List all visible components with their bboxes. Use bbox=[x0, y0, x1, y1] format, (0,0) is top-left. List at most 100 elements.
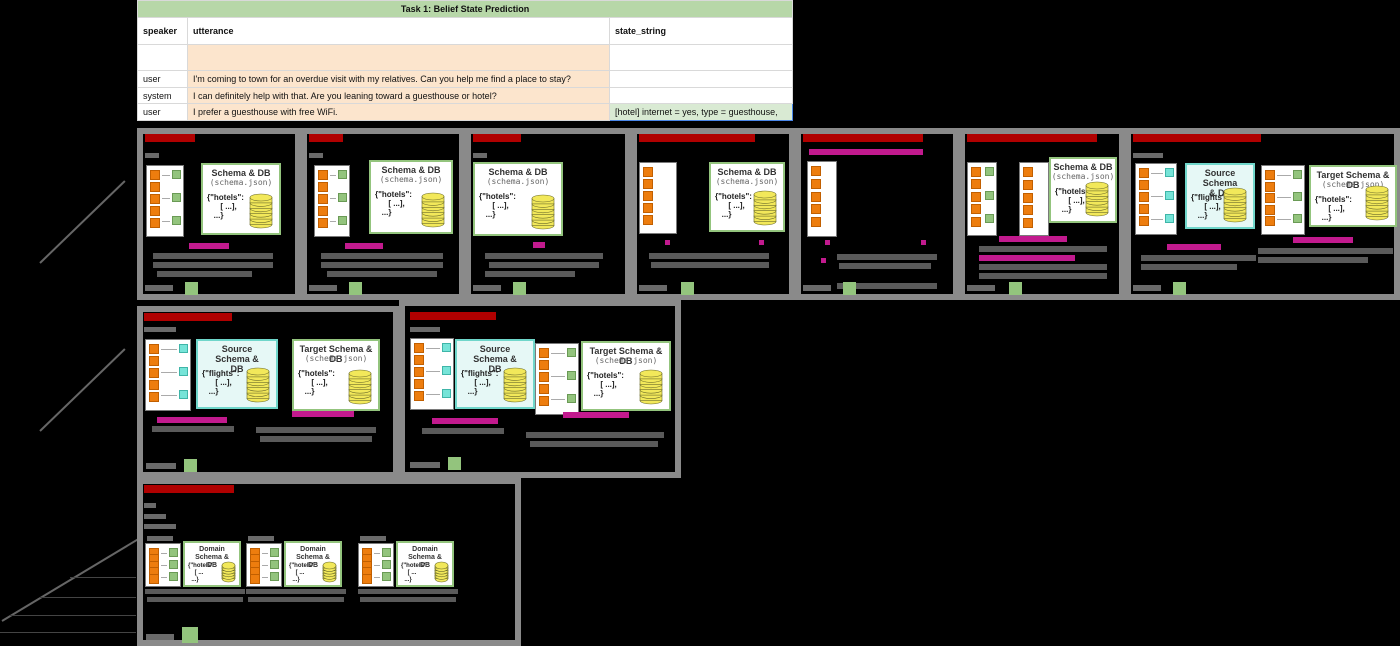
caption-text bbox=[651, 262, 769, 268]
api-method-icon bbox=[643, 215, 653, 225]
speaker-cell: system bbox=[137, 86, 188, 105]
api-method-icon bbox=[149, 344, 159, 354]
api-output-teal-icon bbox=[179, 344, 188, 353]
api-method-icon bbox=[539, 372, 549, 382]
arrow-icon bbox=[161, 553, 167, 554]
panel-title-bar bbox=[145, 134, 195, 142]
api-output-icon bbox=[985, 190, 994, 200]
api-output-icon bbox=[567, 348, 576, 357]
arrow-icon bbox=[330, 175, 336, 176]
caption-highlight bbox=[292, 411, 354, 417]
panel-footer-label bbox=[1133, 285, 1161, 291]
api-output-teal-icon bbox=[1165, 213, 1174, 223]
status-square bbox=[184, 459, 197, 472]
api-method-icon bbox=[971, 216, 981, 227]
caption-highlight bbox=[999, 236, 1067, 242]
caption-text bbox=[153, 262, 273, 268]
speaker-cell: user bbox=[137, 103, 188, 121]
panel-subtitle-bar bbox=[144, 524, 176, 529]
caption-text bbox=[839, 263, 931, 269]
panel-footer-label bbox=[146, 463, 176, 469]
source-card-code: {"flights": [ ...], ...} bbox=[461, 369, 499, 396]
schema-card-file: (schema.json) bbox=[486, 177, 550, 186]
target-card-title: Target Schema & DB bbox=[299, 344, 373, 364]
arrow-icon bbox=[1277, 219, 1291, 221]
arrow-icon bbox=[162, 220, 170, 222]
caption-text bbox=[485, 253, 603, 259]
caption-text bbox=[1141, 255, 1256, 261]
api-output-icon bbox=[172, 215, 181, 225]
api-method-icon bbox=[1023, 205, 1033, 216]
caption-text bbox=[979, 246, 1107, 252]
panel-title-bar bbox=[1133, 134, 1261, 142]
caption-text bbox=[360, 597, 456, 602]
domain-card-title: Domain Schema & DB bbox=[195, 546, 229, 569]
panel-subtitle-bar bbox=[473, 153, 487, 158]
arrow-icon bbox=[262, 553, 268, 554]
source-card-title: Source Schema & DB bbox=[473, 344, 517, 374]
task-table: Task 1: Belief State Prediction speaker … bbox=[136, 0, 794, 121]
arrow-icon bbox=[374, 565, 380, 567]
panel-subtitle-bar bbox=[309, 153, 323, 158]
arrow-icon bbox=[374, 553, 380, 554]
arrow-icon bbox=[330, 220, 336, 222]
caption-text bbox=[1141, 264, 1237, 270]
api-method-icon bbox=[1265, 170, 1275, 180]
api-output-icon bbox=[172, 170, 181, 179]
target-card-file: (schema.json) bbox=[1321, 180, 1385, 189]
api-method-icon bbox=[1023, 218, 1033, 229]
schema-card-file: (schema.json) bbox=[715, 177, 779, 186]
api-output-icon bbox=[338, 192, 347, 202]
caption-text bbox=[260, 436, 372, 442]
api-method-icon bbox=[1265, 204, 1275, 215]
arrow-icon bbox=[1277, 197, 1291, 199]
database-icon bbox=[221, 561, 236, 583]
status-square bbox=[1173, 282, 1186, 295]
api-output-icon bbox=[270, 560, 279, 570]
api-output-icon bbox=[338, 215, 347, 225]
highlight-marker bbox=[665, 240, 670, 245]
source-card-title: Source Schema & DB bbox=[215, 344, 259, 374]
database-icon bbox=[322, 561, 337, 583]
panel-subtitle-bar bbox=[248, 536, 274, 541]
source-card-code: {"flights": [ ...], ...} bbox=[1191, 193, 1229, 220]
caption-text bbox=[530, 441, 658, 447]
domain-card: Domain Schema & DB{"hotels": [ ... ...} bbox=[396, 541, 454, 587]
schema-card-file: (schema.json) bbox=[209, 178, 273, 187]
caption-highlight bbox=[533, 242, 545, 248]
api-output-icon bbox=[1293, 170, 1302, 179]
caption-text bbox=[649, 253, 769, 259]
table-row: user I'm coming to town for an overdue v… bbox=[137, 70, 794, 88]
state-cell bbox=[608, 86, 794, 105]
api-method-icon bbox=[362, 573, 372, 584]
status-square bbox=[182, 627, 198, 643]
status-square bbox=[185, 282, 198, 295]
panel-subtitle-bar bbox=[1133, 153, 1163, 158]
arrow-icon bbox=[161, 577, 167, 579]
database-icon bbox=[1223, 187, 1247, 223]
database-icon bbox=[421, 192, 445, 228]
api-method-icon bbox=[149, 368, 159, 378]
panel-subtitle-bar bbox=[360, 536, 386, 541]
api-method-icon bbox=[1265, 193, 1275, 204]
arrow-icon bbox=[426, 348, 440, 349]
panel-footer-label bbox=[967, 285, 995, 291]
domain-card-code: {"hotels": [ ... ...} bbox=[401, 563, 429, 583]
api-output-icon bbox=[172, 192, 181, 202]
api-method-icon bbox=[414, 379, 424, 389]
database-icon bbox=[753, 190, 777, 226]
status-square bbox=[513, 282, 526, 295]
database-icon bbox=[348, 369, 372, 405]
schema-card-code: {"hotels": [ ...], ...} bbox=[375, 190, 412, 217]
api-method-icon bbox=[643, 179, 653, 189]
caption-text bbox=[153, 253, 273, 259]
api-output-icon bbox=[567, 370, 576, 380]
api-method-icon bbox=[1139, 204, 1149, 214]
api-method-icon bbox=[150, 206, 160, 216]
caption-highlight bbox=[1293, 237, 1353, 243]
status-square bbox=[448, 457, 461, 470]
table-row: system I can definitely help with that. … bbox=[137, 86, 794, 105]
api-method-icon bbox=[318, 218, 328, 228]
schema-card-code: {"hotels": [ ...], ...} bbox=[1055, 187, 1092, 214]
api-method-icon bbox=[1139, 180, 1149, 190]
